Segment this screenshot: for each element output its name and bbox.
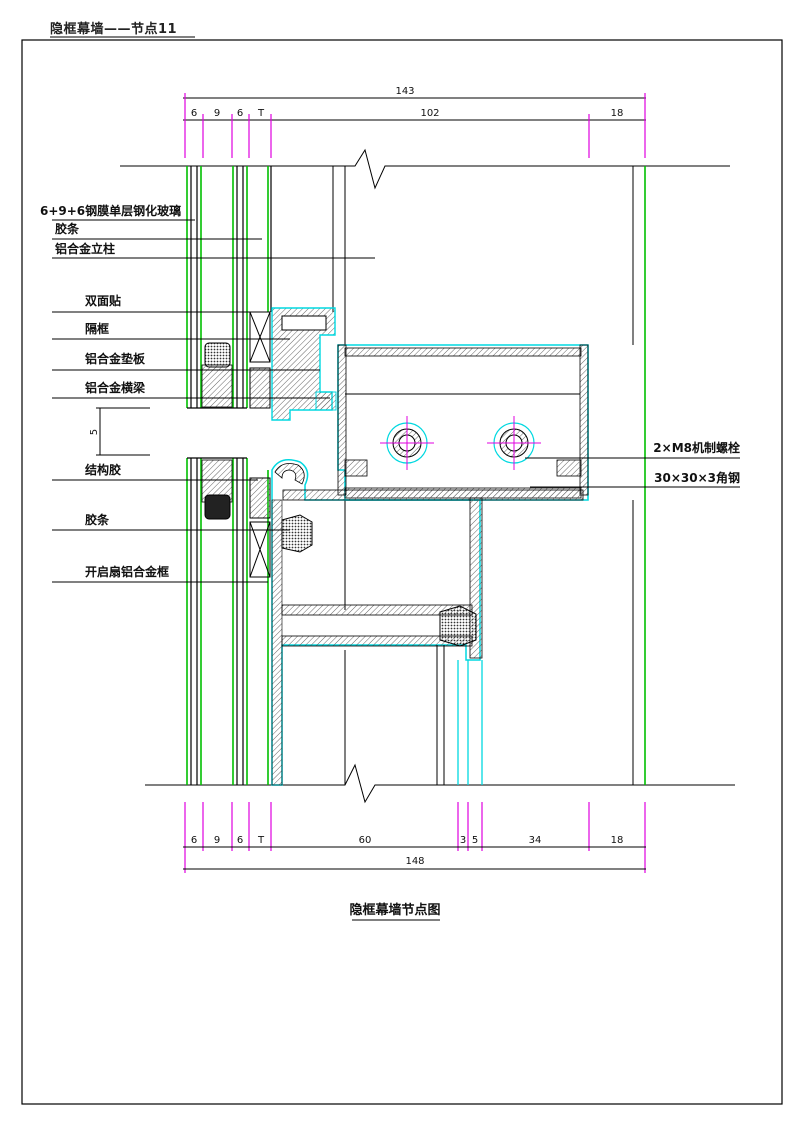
top-dim-segment-2: 9: [214, 108, 220, 119]
top-dimension-chain: [183, 97, 646, 121]
drawing-caption: 隐框幕墙节点图: [349, 902, 440, 918]
bottom-dimension-chain: [183, 846, 646, 870]
bottom-dim-overall: 148: [405, 856, 424, 867]
glass-panes-lower: [186, 458, 269, 785]
label-angle-steel: 30×30×3角钢: [654, 470, 740, 485]
top-dim-segment-6: 18: [611, 108, 624, 119]
bottom-dim-segment-6: 3: [460, 835, 466, 846]
glass-panes-lower-black: [187, 457, 247, 785]
label-opening-sash-frame: 开启扇铝合金框: [85, 564, 169, 579]
top-dim-overall: 143: [395, 86, 414, 97]
lower-mullion-lines-black: [436, 645, 445, 785]
top-break-line: [120, 148, 730, 190]
double-sided-tape-upper: [249, 311, 271, 409]
sash-gasket-lower: [439, 605, 477, 647]
label-gasket-bottom: 胶条: [85, 512, 110, 527]
label-double-sided-tape: 双面贴: [85, 293, 121, 308]
glass-panes-upper: [186, 166, 269, 408]
aluminum-column-lines: [332, 166, 634, 785]
leader-lines: [52, 219, 740, 583]
bottom-dim-segment-9: 18: [611, 835, 624, 846]
upper-frame-cavity: [281, 315, 327, 331]
transom-top-wall: [344, 347, 582, 357]
top-dimension-ticks: [184, 93, 646, 158]
sash-top-rail: [282, 489, 584, 501]
label-gasket-top: 胶条: [55, 221, 80, 236]
bottom-dim-segment-2: 9: [214, 835, 220, 846]
label-bolts: 2×M8机制螺栓: [653, 440, 740, 455]
lower-sealant-block: [204, 494, 231, 520]
bottom-dim-segment-8: 34: [529, 835, 542, 846]
transom-right-wall: [579, 344, 589, 496]
double-sided-tape-lower: [249, 477, 271, 578]
transom-inner-flange-left: [344, 459, 368, 477]
bottom-dim-segment-5: 60: [359, 835, 372, 846]
label-spacer-frame: 隔框: [85, 321, 109, 336]
bolt-right-icon: [487, 416, 541, 470]
upper-sealant-block: [204, 342, 231, 368]
sheet-frame: [21, 39, 783, 1105]
transom-clip: [315, 391, 337, 411]
top-dim-segment-5: 102: [420, 108, 439, 119]
transom-inner-flange-right: [556, 459, 582, 477]
label-aluminum-pad: 铝合金垫板: [85, 351, 146, 366]
sash-left-web: [271, 499, 283, 786]
bottom-dimension-ticks: [184, 802, 646, 873]
upper-spacer: [201, 364, 233, 408]
label-glass: 6+9+6钢膜单层钢化玻璃: [40, 203, 181, 218]
lower-mullion-lines: [457, 660, 483, 785]
bottom-dim-segment-7: 5: [472, 835, 478, 846]
top-dim-segment-3: 6: [237, 108, 243, 119]
opening-sash-frame-profile: [271, 459, 481, 786]
bottom-break-line: [145, 763, 735, 804]
bottom-dim-segment-4: T: [257, 835, 265, 846]
aluminum-transom-profile: [337, 344, 589, 501]
glass-panes-upper-black: [187, 166, 272, 409]
top-dim-segment-4: T: [257, 108, 265, 119]
label-structural-sealant: 结构胶: [85, 462, 121, 477]
drawing-header-title: 隐框幕墙——节点11: [50, 22, 178, 37]
sash-hook: [274, 463, 305, 485]
bottom-dim-segment-3: 6: [237, 835, 243, 846]
top-dim-segment-1: 6: [191, 108, 197, 119]
bottom-dim-segment-1: 6: [191, 835, 197, 846]
label-aluminum-column: 铝合金立柱: [55, 241, 115, 256]
left-dim-value: 5: [89, 429, 100, 435]
left-dimension: [96, 407, 150, 456]
sash-gasket-upper: [281, 514, 313, 553]
label-aluminum-transom: 铝合金横梁: [85, 380, 145, 395]
bolt-left-icon: [380, 416, 434, 470]
